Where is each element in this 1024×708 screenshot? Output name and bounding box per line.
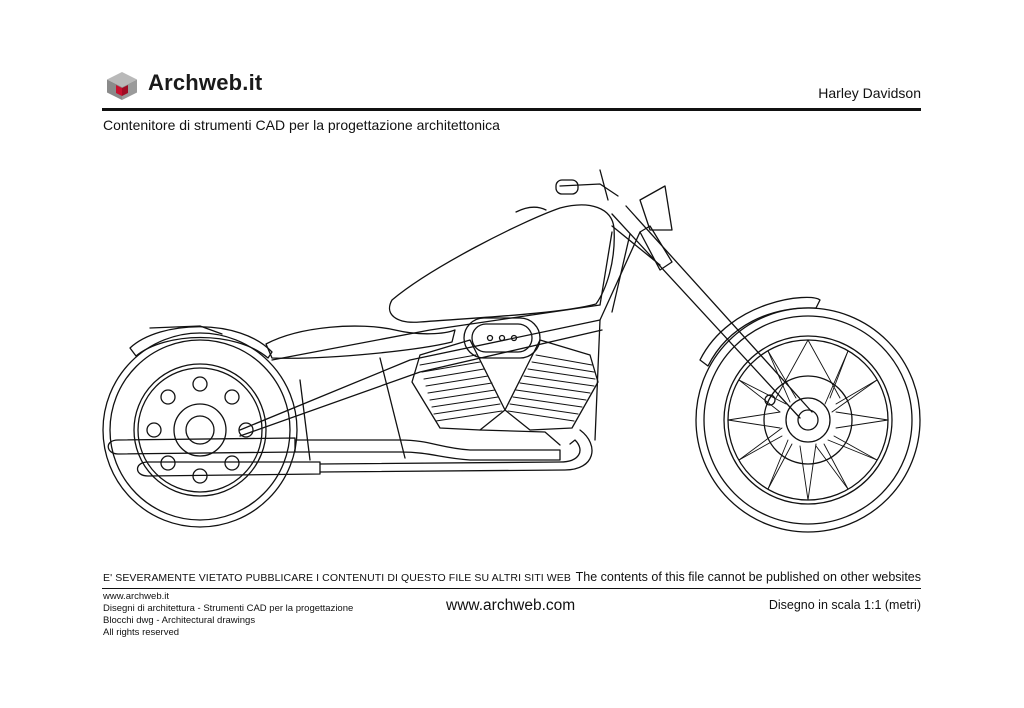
footer-rule: [102, 588, 921, 589]
footer-info: www.archweb.it Disegni di architettura -…: [103, 591, 353, 639]
warning-italian: E' SEVERAMENTE VIETATO PUBBLICARE I CONT…: [103, 572, 571, 584]
subtitle: Contenitore di strumenti CAD per la prog…: [103, 117, 500, 133]
archweb-cube-icon: [107, 72, 137, 100]
footer-info-line: All rights reserved: [103, 627, 180, 638]
warning-english: The contents of this file cannot be publ…: [575, 570, 921, 584]
handlebar: [559, 183, 619, 197]
front-wheel: [695, 307, 921, 533]
footer-url: www.archweb.com: [446, 597, 576, 614]
footer-info-line: www.archweb.it: [103, 591, 169, 602]
footer-info-line: Disegni di architettura - Strumenti CAD …: [103, 603, 354, 614]
seat: [265, 325, 456, 359]
footer-info-line: Blocchi dwg - Architectural drawings: [103, 615, 256, 626]
rear-wheel: [102, 332, 298, 528]
engine: [411, 317, 599, 446]
headlight: [639, 185, 673, 231]
drawing-title: Harley Davidson: [818, 85, 921, 101]
front-fender: [699, 296, 821, 367]
brand-name: Archweb.it: [148, 70, 263, 95]
rear-fender: [129, 326, 273, 359]
exhaust-pipes: [107, 429, 593, 477]
frame: [271, 304, 601, 361]
fuel-tank: [388, 204, 615, 323]
front-fork: [611, 213, 801, 419]
header-rule: [102, 108, 921, 111]
scale-note: Disegno in scala 1:1 (metri): [768, 598, 921, 612]
